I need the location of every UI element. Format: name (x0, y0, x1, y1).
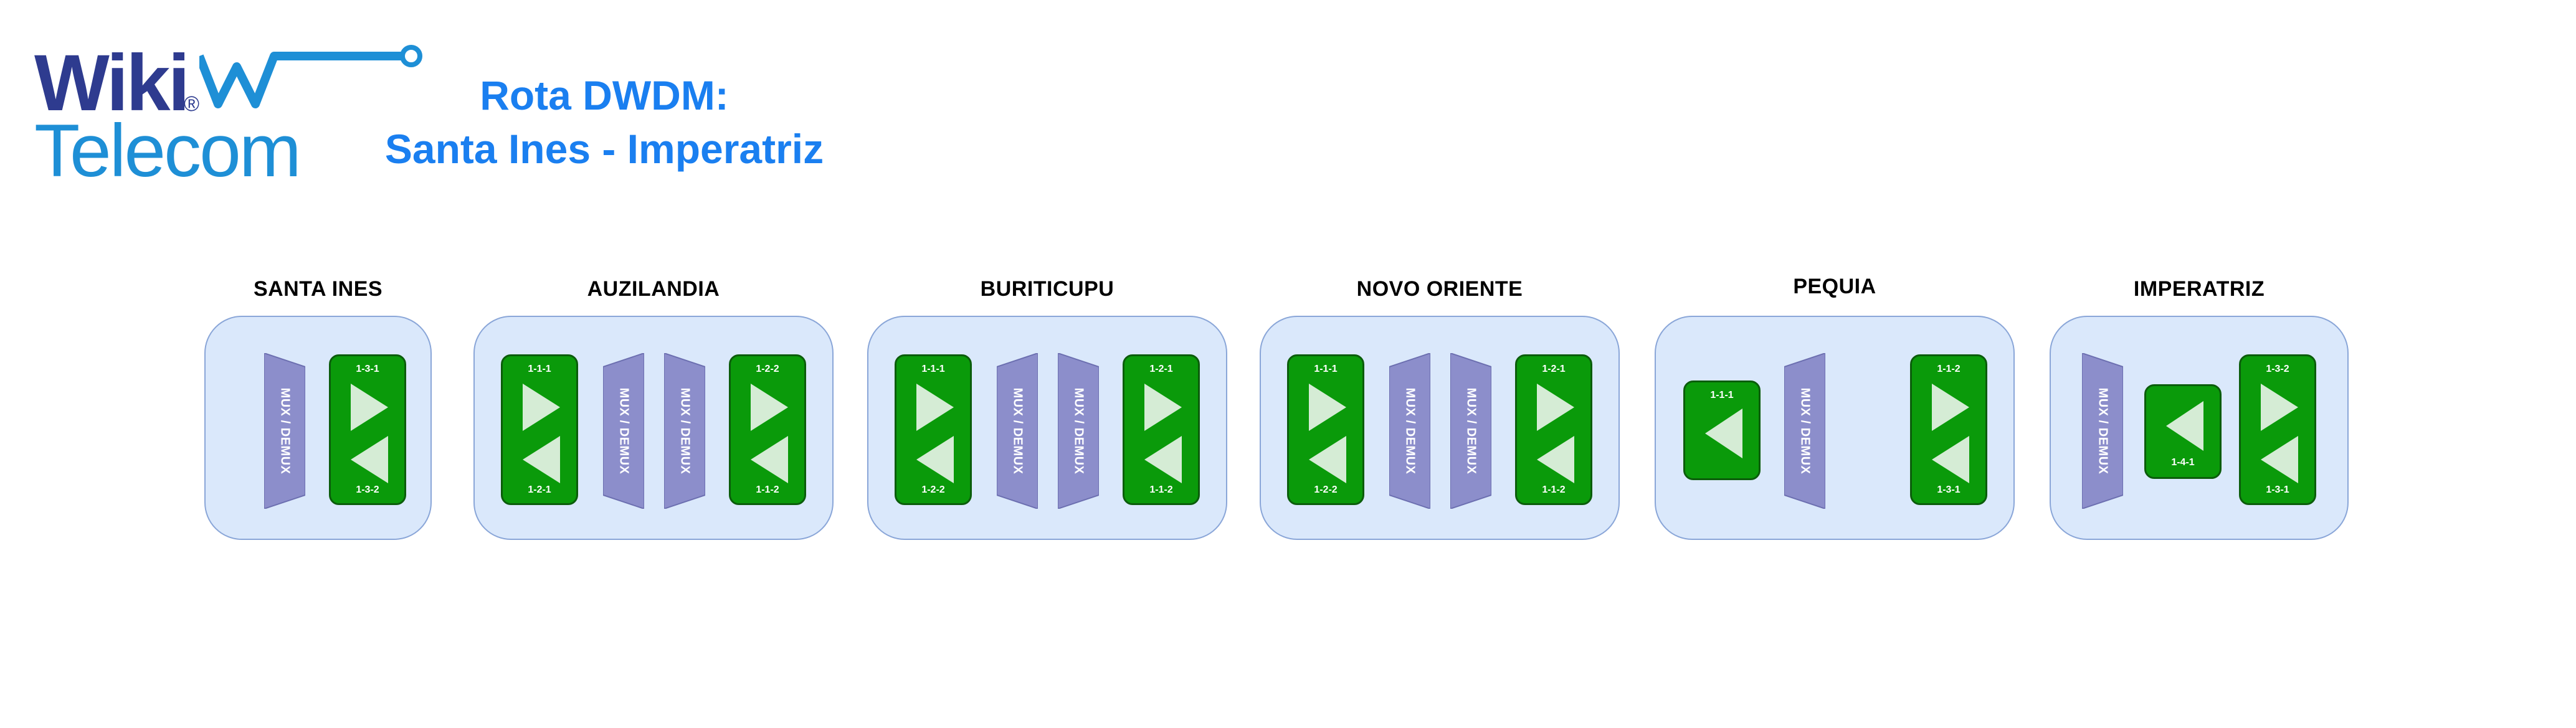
station-name: IMPERATRIZ (2133, 277, 2265, 301)
logo-registered-mark: ® (184, 92, 200, 116)
transponder-card: 1-1-1 1-2-2 (895, 354, 972, 505)
mux-label: MUX / DEMUX (617, 387, 631, 475)
mux-demux: MUX / DEMUX (2082, 353, 2123, 509)
station-name: NOVO ORIENTE (1356, 277, 1523, 301)
card-label-bottom: 1-1-2 (756, 485, 779, 495)
mux-label: MUX / DEMUX (1072, 387, 1086, 475)
station-auzilandia: AUZILANDIA 1-1-1 1-2-1 MUX / DEMUX MUX /… (473, 277, 834, 540)
triangle-right-icon (1309, 384, 1346, 431)
triangle-right-icon (1932, 384, 1969, 431)
triangle-left-icon (751, 436, 788, 483)
triangle-left-icon (1144, 436, 1182, 483)
mux-label: MUX / DEMUX (678, 387, 692, 475)
triangle-right-icon (1144, 384, 1182, 431)
card-label-bottom: 1-3-1 (1937, 485, 1961, 495)
card-label-top: 1-2-1 (1542, 364, 1566, 374)
transponder-card: 1-2-2 1-1-2 (729, 354, 806, 505)
triangle-left-icon (916, 436, 954, 483)
transponder-card: 1-2-1 1-1-2 (1515, 354, 1592, 505)
card-label-bottom: 1-2-2 (921, 485, 945, 495)
mux-demux: MUX / DEMUX (1784, 353, 1825, 509)
triangle-left-icon (2166, 401, 2203, 451)
mux-demux: MUX / DEMUX (997, 353, 1038, 509)
card-label-bottom: 1-3-1 (2266, 485, 2289, 495)
mux-label: MUX / DEMUX (278, 387, 292, 475)
card-label-bottom: 1-4-1 (2171, 457, 2195, 468)
card-label-top: 1-1-1 (528, 364, 551, 374)
mux-demux: MUX / DEMUX (1389, 353, 1430, 509)
station-name: AUZILANDIA (587, 277, 720, 301)
title-line-1: Rota DWDM: (480, 72, 729, 118)
transponder-card: 1-1-1 1-2-1 (501, 354, 578, 505)
station-buriticupu: BURITICUPU 1-1-1 1-2-2 MUX / DEMUX MUX /… (867, 277, 1227, 540)
transponder-card: 1-1-2 1-3-1 (1910, 354, 1987, 505)
triangle-right-icon (2261, 384, 2298, 431)
station-pequia: PEQUIA 1-1-1 MUX / DEMUX 1-1-2 1-3-1 (1655, 275, 2015, 540)
transponder-card: 1-4-1 (2144, 384, 2222, 479)
station-name: BURITICUPU (980, 277, 1115, 301)
card-label-top: 1-1-1 (921, 364, 945, 374)
mux-demux: MUX / DEMUX (1450, 353, 1491, 509)
transponder-card: 1-1-1 (1683, 381, 1761, 480)
mux-label: MUX / DEMUX (1010, 387, 1025, 475)
card-label-top: 1-3-2 (2266, 364, 2289, 374)
transponder-card: 1-3-2 1-3-1 (2239, 354, 2316, 505)
station-name: PEQUIA (1793, 275, 1876, 298)
card-label-top: 1-1-2 (1937, 364, 1961, 374)
triangle-left-icon (1537, 436, 1574, 483)
triangle-right-icon (351, 384, 388, 431)
card-label-bottom: 1-3-2 (356, 485, 379, 495)
transponder-card: 1-2-1 1-1-2 (1123, 354, 1200, 505)
triangle-left-icon (1705, 409, 1742, 458)
card-label-bottom: 1-2-2 (1314, 485, 1338, 495)
transponder-card: 1-1-1 1-2-2 (1287, 354, 1364, 505)
triangle-left-icon (1932, 436, 1969, 483)
mux-demux: MUX / DEMUX (664, 353, 705, 509)
mux-label: MUX / DEMUX (1403, 387, 1417, 475)
triangle-left-icon (523, 436, 560, 483)
triangle-right-icon (916, 384, 954, 431)
card-label-bottom: 1-1-2 (1542, 485, 1566, 495)
mux-demux: MUX / DEMUX (1058, 353, 1099, 509)
triangle-right-icon (1537, 384, 1574, 431)
mux-label: MUX / DEMUX (1798, 387, 1812, 475)
title-line-2: Santa Ines - Imperatriz (384, 126, 824, 172)
station-novo-oriente: NOVO ORIENTE 1-1-1 1-2-2 MUX / DEMUX MUX… (1260, 277, 1620, 540)
mux-label: MUX / DEMUX (2096, 387, 2110, 475)
logo-wave-icon (199, 45, 422, 108)
triangle-right-icon (751, 384, 788, 431)
card-label-bottom: 1-2-1 (528, 485, 551, 495)
station-santa-ines: SANTA INES MUX / DEMUX 1-3-1 1-3-2 (204, 277, 432, 540)
mux-label: MUX / DEMUX (1464, 387, 1478, 475)
triangle-right-icon (523, 384, 560, 431)
mux-demux: MUX / DEMUX (603, 353, 644, 509)
triangle-left-icon (2261, 436, 2298, 483)
card-label-top: 1-2-2 (756, 364, 779, 374)
diagram-title: Rota DWDM: Santa Ines - Imperatriz (355, 69, 853, 176)
triangle-left-icon (1309, 436, 1346, 483)
mux-demux: MUX / DEMUX (264, 353, 305, 509)
wiki-telecom-logo: Wiki ® Telecom (34, 39, 422, 192)
logo-wiki-text: Wiki (34, 39, 190, 128)
card-label-bottom: 1-1-2 (1149, 485, 1173, 495)
transponder-card: 1-3-1 1-3-2 (329, 354, 406, 505)
triangle-left-icon (351, 436, 388, 483)
logo-telecom-text: Telecom (34, 109, 302, 192)
card-label-top: 1-2-1 (1149, 364, 1173, 374)
card-label-top: 1-1-1 (1314, 364, 1338, 374)
card-label-top: 1-1-1 (1710, 390, 1734, 400)
station-name: SANTA INES (253, 277, 383, 301)
card-label-top: 1-3-1 (356, 364, 379, 374)
station-imperatriz: IMPERATRIZ MUX / DEMUX 1-4-1 1-3-2 1-3-1 (2050, 277, 2349, 540)
